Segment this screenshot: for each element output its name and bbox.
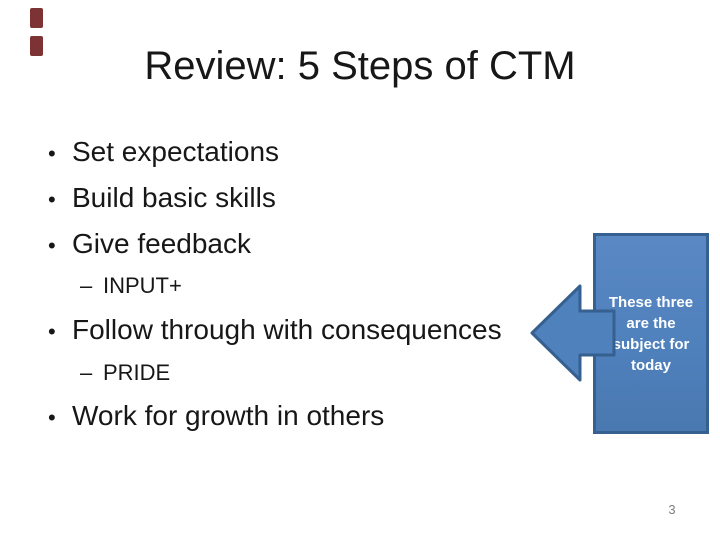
bullet-dot-icon: • — [48, 319, 56, 344]
dash-icon: – — [80, 273, 93, 298]
bullet-text: INPUT+ — [103, 273, 182, 298]
bullet-text: Work for growth in others — [72, 400, 385, 431]
bullet-item: • Build basic skills — [48, 181, 276, 217]
top-left-accent-bars — [30, 8, 43, 64]
callout-line: subject for — [612, 335, 690, 353]
left-arrow-icon — [530, 284, 616, 382]
bullet-text: Give feedback — [72, 228, 251, 259]
bullet-item: • Work for growth in others — [48, 399, 384, 435]
callout-line: are the — [626, 314, 676, 332]
bullet-text: Set expectations — [72, 136, 280, 167]
dash-icon: – — [80, 360, 93, 385]
sub-bullet-item: –PRIDE — [80, 359, 170, 386]
callout-line: These three — [608, 293, 694, 311]
bullet-item: • Set expectations — [48, 135, 279, 171]
accent-bar-icon — [30, 36, 43, 56]
bullet-dot-icon: • — [48, 141, 56, 166]
callout-text: These three are the subject for today — [596, 292, 706, 376]
bullet-item: • Give feedback — [48, 227, 251, 263]
slide-title: Review: 5 Steps of CTM — [144, 44, 576, 88]
bullet-dot-icon: • — [48, 405, 56, 430]
bullet-dot-icon: • — [48, 233, 56, 258]
bullet-text: Build basic skills — [72, 182, 276, 213]
callout-line: today — [630, 356, 671, 374]
page-number: 3 — [668, 502, 676, 517]
bullet-text: PRIDE — [103, 360, 171, 385]
bullet-dot-icon: • — [48, 187, 56, 212]
bullet-item: • Follow through with consequences — [48, 313, 502, 349]
bullet-text: Follow through with consequences — [72, 314, 502, 345]
accent-bar-icon — [30, 8, 43, 28]
sub-bullet-item: –INPUT+ — [80, 272, 182, 299]
